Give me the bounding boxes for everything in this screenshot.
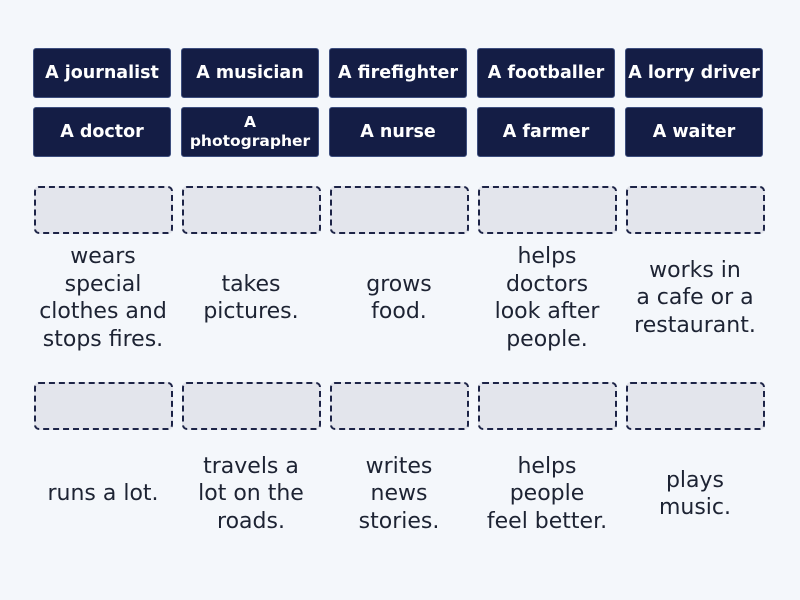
drop-zone-9[interactable] [478, 382, 617, 430]
tile-waiter[interactable]: A waiter [625, 107, 763, 157]
drop-zone-6[interactable] [34, 382, 173, 430]
tile-farmer[interactable]: A farmer [477, 107, 615, 157]
clue-text-6: runs a lot. [47, 481, 159, 507]
clue-text-5: works in a cafe or a restaurant. [634, 257, 756, 338]
tile-photographer[interactable]: A photographer [181, 107, 319, 157]
tile-footballer[interactable]: A footballer [477, 48, 615, 98]
drop-zone-8[interactable] [330, 382, 469, 430]
tile-journalist[interactable]: A journalist [33, 48, 171, 98]
tile-musician[interactable]: A musician [181, 48, 319, 98]
drop-zone-7[interactable] [182, 382, 321, 430]
drop-zone-1[interactable] [34, 186, 173, 234]
drop-zone-4[interactable] [478, 186, 617, 234]
drop-zone-5[interactable] [626, 186, 765, 234]
clue-text-7: travels a lot on the roads. [198, 453, 304, 534]
clue-text-1: wears special clothes and stops fires. [39, 244, 167, 352]
clue-text-8: writes news stories. [358, 453, 440, 534]
drop-zone-3[interactable] [330, 186, 469, 234]
tile-firefighter[interactable]: A firefighter [329, 48, 467, 98]
clue-text-4: helps doctors look after people. [494, 244, 600, 352]
drop-zone-10[interactable] [626, 382, 765, 430]
tile-lorry-driver[interactable]: A lorry driver [625, 48, 763, 98]
clue-text-2: takes pictures. [203, 271, 299, 325]
drop-zone-2[interactable] [182, 186, 321, 234]
tile-nurse[interactable]: A nurse [329, 107, 467, 157]
tile-doctor[interactable]: A doctor [33, 107, 171, 157]
clue-text-10: plays music. [658, 467, 732, 521]
clue-text-9: helps people feel better. [486, 453, 608, 534]
clue-text-3: grows food. [366, 271, 432, 325]
